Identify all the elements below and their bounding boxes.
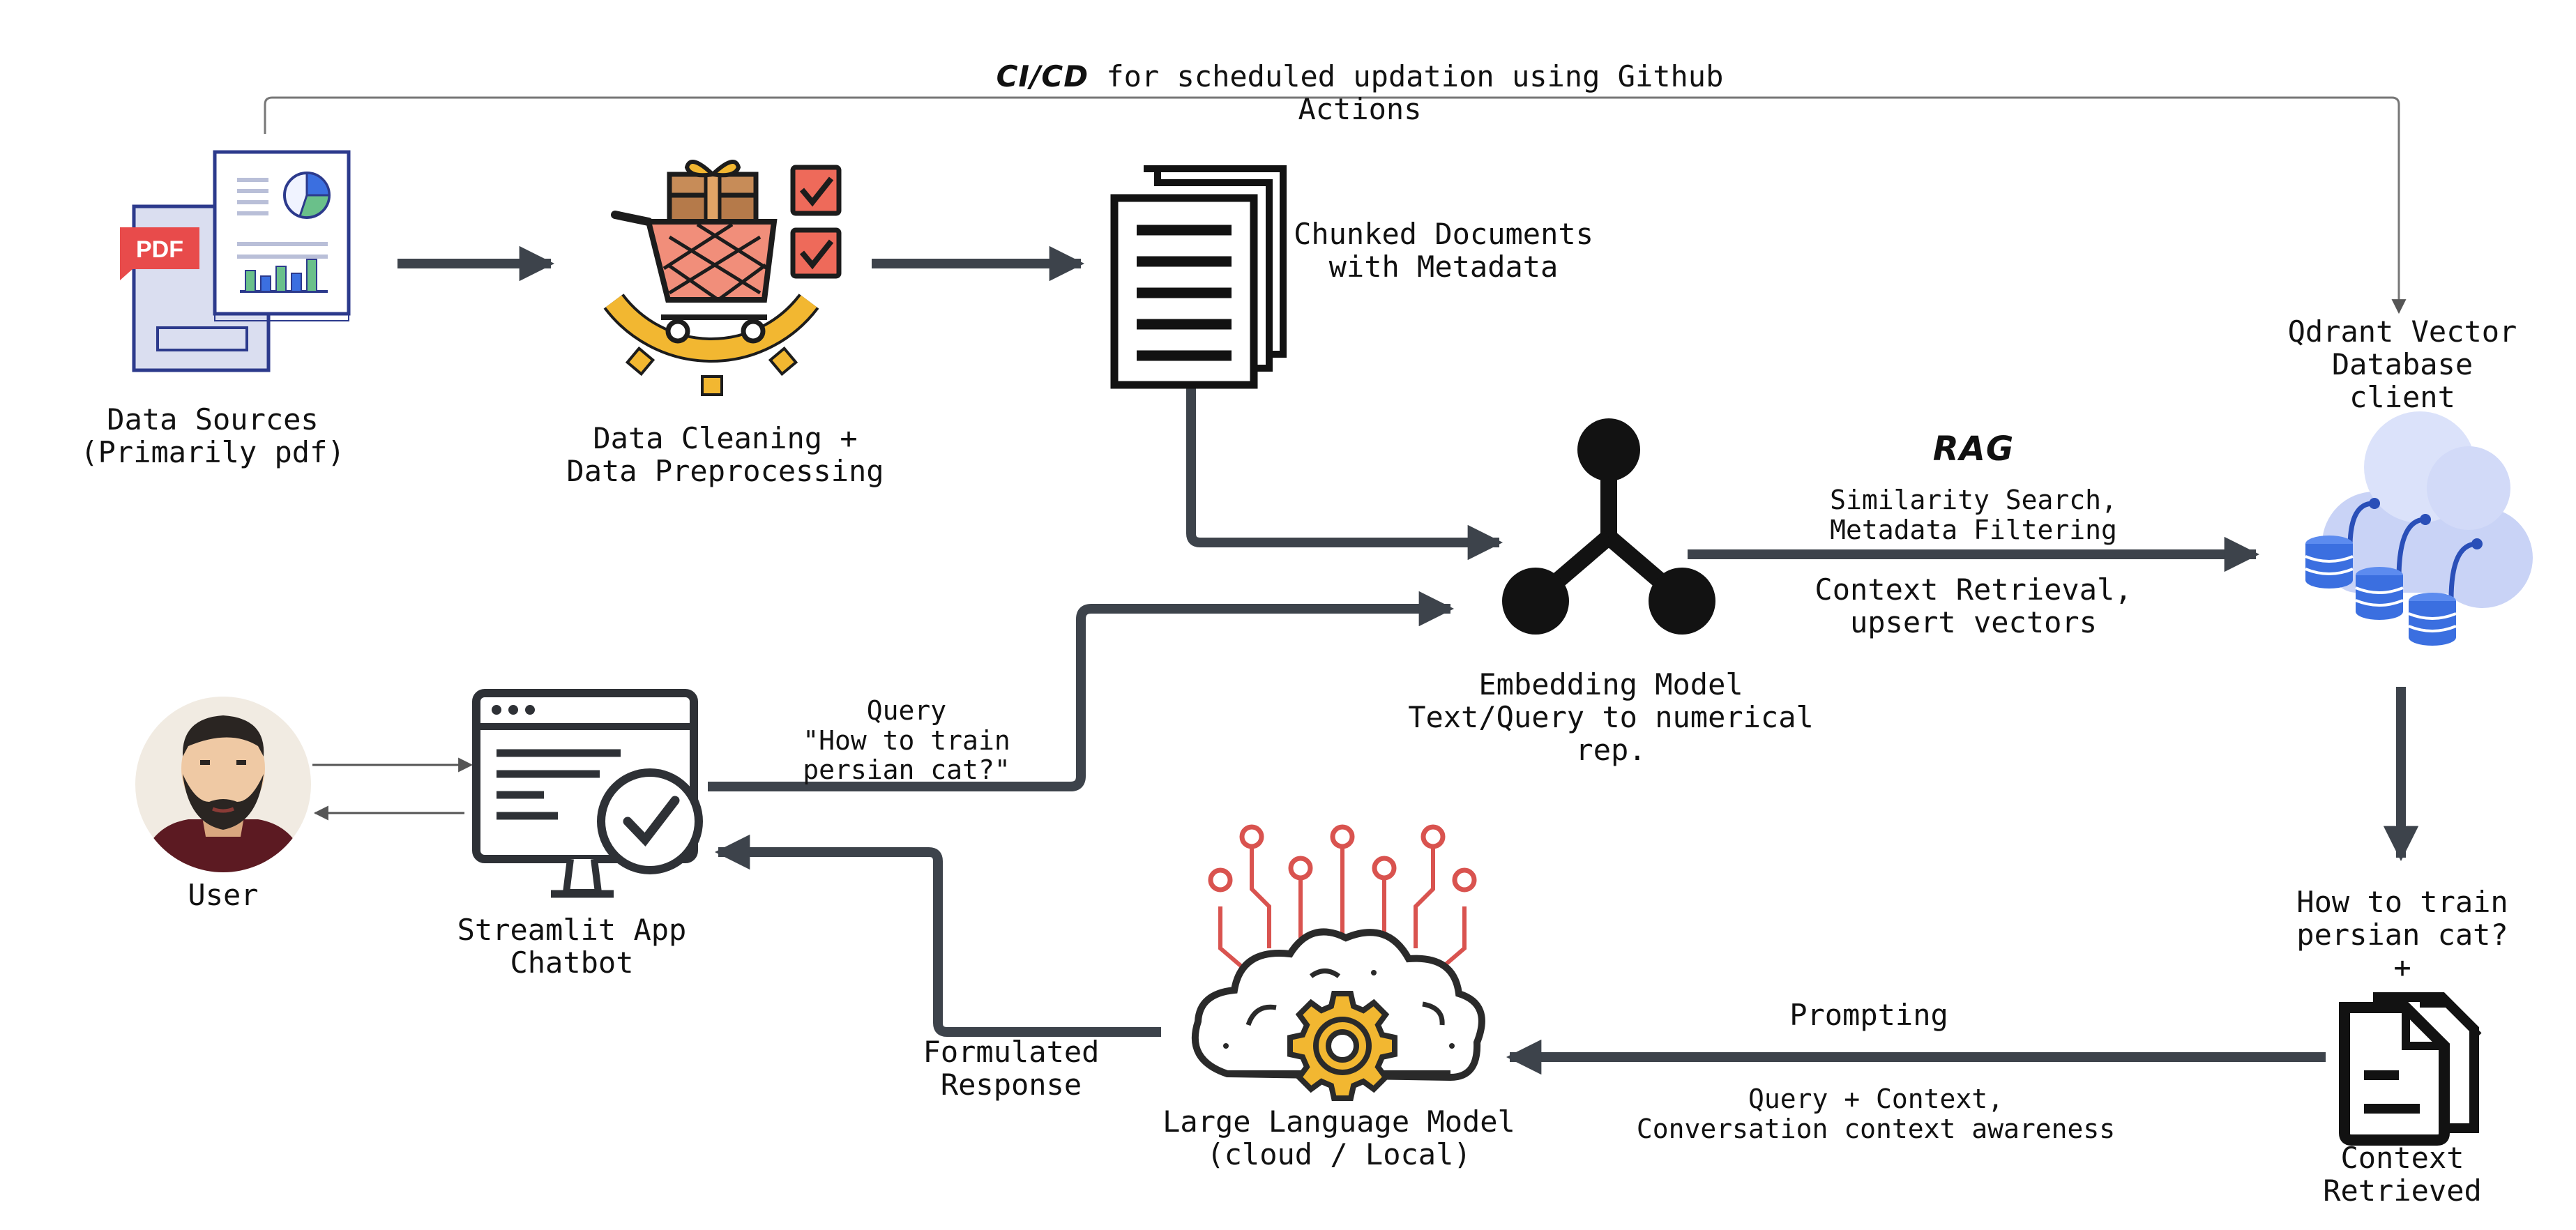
llm-label: Large Language Model (cloud / Local) <box>1162 1104 1515 1172</box>
streamlit-app-icon <box>472 689 703 898</box>
context-retrieved-label: Context Retrieved <box>2323 1141 2482 1208</box>
chunked-documents-icon <box>1110 165 1287 389</box>
arrow-llm-to-streamlit <box>714 834 1161 1037</box>
cicd-connector <box>264 96 2407 314</box>
llm-brain-icon <box>1191 824 1485 1101</box>
context-retrieved-document-icon <box>2339 992 2482 1146</box>
qdrant-cloud-database-icon <box>2305 411 2533 646</box>
user-avatar-icon <box>135 697 311 872</box>
how-to-train-label: How to train persian cat? + <box>2296 885 2508 985</box>
data-cleaning-label: Data Cleaning + Data Preprocessing <box>566 421 884 489</box>
cicd-prefix: CI/CD <box>996 59 1089 93</box>
embedding-model-label: Embedding Model Text/Query to numerical … <box>1408 667 1814 768</box>
prompting-label: Prompting <box>1789 998 1948 1032</box>
arrow-chunks-to-embedding <box>1186 387 1503 561</box>
streamlit-label: Streamlit App Chatbot <box>457 913 687 980</box>
context-retrieval-label: Context Retrieval, upsert vectors <box>1814 572 2132 640</box>
pdf-badge: PDF <box>136 236 183 263</box>
formulated-response-label: Formulated Response <box>923 1035 1100 1102</box>
data-sources-label: Data Sources (Primarily pdf) <box>80 402 345 470</box>
query-context-label: Query + Context, Conversation context aw… <box>1636 1084 2116 1144</box>
cicd-text: for scheduled updation using Github Acti… <box>1106 59 1724 127</box>
data-cleaning-cart-icon <box>603 160 842 396</box>
chunked-documents-label: Chunked Documents with Metadata <box>1294 217 1593 284</box>
user-label: User <box>188 878 259 912</box>
arrow-streamlit-to-embedding <box>708 591 1455 791</box>
cicd-label: CI/CD for scheduled updation using Githu… <box>837 60 1883 126</box>
rag-label: RAG <box>1932 430 2015 469</box>
qdrant-label: Qdrant Vector Database client <box>2287 314 2517 415</box>
similarity-search-label: Similarity Search, Metadata Filtering <box>1830 485 2117 545</box>
query-label: Query "How to train persian cat?" <box>803 695 1010 786</box>
pdf-documents-icon: PDF <box>120 150 351 372</box>
embedding-model-icon <box>1502 418 1715 635</box>
